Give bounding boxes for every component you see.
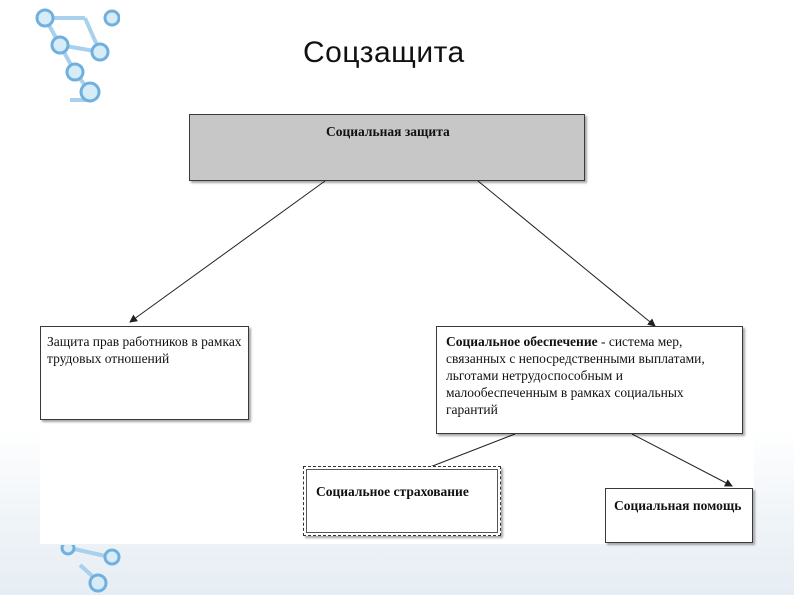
arrow-root-to-left (129, 180, 326, 323)
slide-title: Соцзащита (303, 36, 465, 69)
node-social-insurance: Социальное страхование (303, 466, 501, 536)
arrow-right-to-assistance (631, 433, 733, 487)
node-social-insurance-label: Социальное страхование (316, 484, 469, 499)
arrow-root-to-right (477, 180, 656, 327)
root-node-label: Социальная защита (326, 124, 450, 139)
molecule-logo-icon (35, 8, 120, 103)
node-social-security-term: Социальное обеспечение (446, 334, 598, 349)
node-worker-rights: Защита прав работников в рамках трудовых… (40, 326, 249, 420)
node-social-assistance-label: Социальная помощь (614, 498, 742, 513)
node-social-security: Социальное обеспечение - система мер, св… (436, 326, 743, 434)
node-social-security-definition: - система мер, связанных с непосредствен… (446, 334, 705, 417)
molecule-logo-bottom-icon (60, 545, 121, 593)
node-social-assistance: Социальная помощь (605, 488, 753, 543)
node-worker-rights-label: Защита прав работников в рамках трудовых… (47, 334, 242, 366)
root-node-social-protection: Социальная защита (189, 114, 585, 181)
